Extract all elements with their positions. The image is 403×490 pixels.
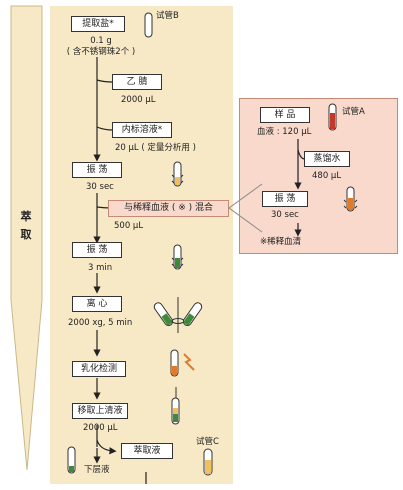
step-shake-2: 振 荡 (72, 242, 122, 258)
centrifuge-settings: 2000 xg, 5 min (68, 318, 133, 328)
pipette-tube-icon (171, 387, 180, 425)
step-extraction-salt: 提取盐* (71, 16, 125, 32)
tube-a-icon (328, 103, 337, 131)
diluted-serum-note: ※稀释血清 (260, 237, 302, 247)
tube-shake-1-icon (171, 161, 184, 187)
distilled-water-box: 蒸馏水 (304, 151, 350, 167)
tube-a-label: 试管A (342, 107, 365, 117)
tube-shake-2-icon (171, 244, 184, 270)
sample-box: 样 品 (260, 107, 310, 123)
step-shake-1: 振 荡 (72, 162, 122, 178)
step-centrifuge: 离 心 (72, 296, 122, 312)
dilution-panel (239, 98, 398, 254)
side-label: 萃 取 (20, 210, 32, 241)
salt-note: ( 含不锈钢珠2个 ) (66, 47, 136, 57)
shake-1-time: 30 sec (86, 182, 114, 192)
tube-lower-layer-icon (67, 446, 76, 474)
tube-dilution-icon (343, 186, 358, 212)
sample-amount: 血液 : 120 μL (257, 127, 312, 137)
tube-b-icon (144, 12, 153, 38)
internal-standard-amount: 20 μL ( 定量分析用 ) (115, 143, 196, 153)
tube-c-icon (203, 448, 213, 476)
lower-layer-label: 下层液 (84, 465, 110, 475)
extraction-side-bar: 萃 取 (0, 0, 45, 486)
side-bar-shape (10, 5, 43, 471)
acetonitrile-amount: 2000 μL (121, 95, 156, 105)
tube-c-label: 试管C (196, 437, 219, 447)
step-emulsion-check: 乳化检测 (72, 361, 126, 377)
centrifuge-icon (153, 297, 203, 333)
distilled-water-amount: 480 μL (312, 171, 342, 181)
step-acetonitrile: 乙 腈 (112, 74, 162, 90)
mix-amount: 500 μL (114, 221, 144, 231)
step-mix-diluted-blood: 与稀释血液 ( ※ ) 混合 (108, 200, 229, 217)
supernatant-amount: 2000 μL (83, 423, 118, 433)
salt-amount: 0.1 g (90, 36, 112, 46)
step-transfer-supernatant: 移取上清液 (72, 403, 128, 419)
shake-dilution-time: 30 sec (271, 210, 299, 220)
tube-emulsion-icon (170, 349, 195, 377)
shake-dilution-box: 振 荡 (262, 191, 308, 207)
shake-2-time: 3 min (88, 263, 113, 273)
tube-b-label: 试管B (156, 11, 179, 21)
step-internal-standard: 内标溶液* (112, 122, 172, 138)
step-extract: 萃取液 (121, 443, 173, 459)
